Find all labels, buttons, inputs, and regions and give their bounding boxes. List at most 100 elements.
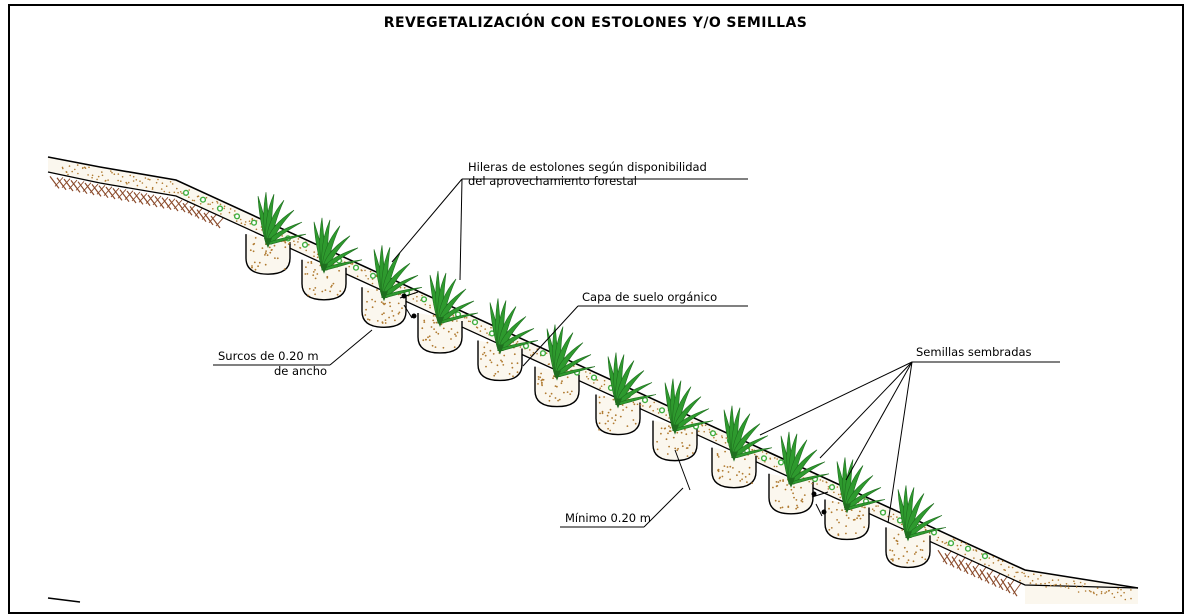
hatch-line xyxy=(126,190,137,204)
soil-speck xyxy=(756,455,759,458)
soil-speck xyxy=(193,199,196,202)
soil-speck xyxy=(858,514,861,517)
soil-speck xyxy=(560,382,563,385)
soil-speck xyxy=(727,471,730,473)
seed xyxy=(182,189,190,196)
soil-speck xyxy=(401,307,403,310)
soil-speck xyxy=(781,506,784,509)
hatch-line xyxy=(189,206,200,219)
soil-speck xyxy=(1060,585,1062,588)
soil-speck xyxy=(837,534,840,536)
soil-speck xyxy=(906,550,908,553)
soil-speck xyxy=(724,442,727,444)
soil-speck xyxy=(921,549,924,551)
soil-speck xyxy=(171,183,174,185)
soil-speck xyxy=(84,167,87,169)
soil-speck xyxy=(67,173,69,176)
soil-speck xyxy=(744,458,746,461)
soil-speck xyxy=(915,551,917,554)
soil-speck xyxy=(972,549,975,551)
soil-speck xyxy=(361,269,363,272)
soil-speck xyxy=(452,315,455,317)
soil-speck xyxy=(863,506,865,509)
hatch-line xyxy=(951,556,962,571)
dim-tick xyxy=(403,304,413,319)
leader-line xyxy=(329,329,373,366)
soil-speck xyxy=(412,298,415,300)
soil-speck xyxy=(666,453,669,455)
soil-speck xyxy=(489,349,492,352)
soil-speck xyxy=(388,316,390,319)
soil-speck xyxy=(614,419,617,422)
dim-dot xyxy=(411,313,417,319)
hatch-line xyxy=(203,212,214,226)
soil-speck xyxy=(1023,572,1025,575)
soil-speck xyxy=(351,263,353,265)
soil-speck xyxy=(249,249,252,252)
soil-speck xyxy=(125,181,127,184)
soil-speck xyxy=(248,220,251,222)
soil-speck xyxy=(310,262,313,264)
soil-speck xyxy=(563,391,565,394)
hatch-line xyxy=(105,186,116,200)
soil-speck xyxy=(632,401,635,404)
soil-speck xyxy=(667,432,669,435)
soil-speck xyxy=(371,298,373,301)
soil-speck xyxy=(837,502,840,504)
soil-speck xyxy=(691,421,693,424)
soil-speck xyxy=(228,211,231,214)
subsoil-hatch xyxy=(49,176,1022,597)
soil-speck xyxy=(484,328,487,330)
soil-speck xyxy=(1031,579,1034,582)
leader-lines xyxy=(213,178,1060,528)
soil-speck xyxy=(512,375,514,378)
soil-speck xyxy=(1096,587,1099,589)
soil-speck xyxy=(1044,582,1046,585)
soil-speck xyxy=(1088,590,1091,592)
hatch-line xyxy=(77,181,88,195)
soil-speck xyxy=(611,417,613,419)
soil-speck xyxy=(1059,583,1062,586)
soil-speck xyxy=(456,331,459,334)
soil-speck xyxy=(188,189,190,191)
soil-speck xyxy=(435,331,438,334)
soil-speck xyxy=(769,458,772,460)
soil-speck xyxy=(205,196,208,199)
soil-speck xyxy=(782,480,784,482)
soil-speck xyxy=(607,411,610,414)
soil-speck xyxy=(665,438,668,441)
soil-speck xyxy=(988,557,991,559)
soil-speck xyxy=(234,210,236,212)
soil-speck xyxy=(685,433,688,436)
soil-speck xyxy=(497,370,499,373)
soil-speck xyxy=(716,453,719,455)
soil-speck xyxy=(381,322,384,324)
hatch-line xyxy=(75,181,85,191)
soil-speck xyxy=(599,412,601,415)
soil-speck xyxy=(293,240,295,242)
soil-speck xyxy=(274,257,276,259)
stolon-leaf xyxy=(381,287,423,298)
soil-speck xyxy=(537,376,540,378)
soil-speck xyxy=(338,269,340,272)
soil-speck xyxy=(265,250,267,253)
soil-speck xyxy=(547,363,550,366)
soil-speck xyxy=(836,486,839,488)
soil-speck xyxy=(435,321,438,324)
soil-speck xyxy=(81,167,84,170)
soil-speck xyxy=(701,424,703,426)
soil-speck xyxy=(450,328,453,330)
soil-speck xyxy=(841,509,843,512)
soil-speck xyxy=(1081,585,1084,587)
soil-speck xyxy=(796,504,798,507)
soil-speck xyxy=(859,517,862,520)
soil-speck xyxy=(633,403,636,406)
soil-speck xyxy=(652,409,654,412)
soil-speck xyxy=(132,175,135,178)
soil-speck xyxy=(312,289,315,291)
soil-speck xyxy=(668,417,670,419)
leader-line xyxy=(845,361,913,481)
soil-speck xyxy=(708,428,711,431)
soil-speck xyxy=(253,261,256,264)
soil-speck xyxy=(554,397,557,399)
